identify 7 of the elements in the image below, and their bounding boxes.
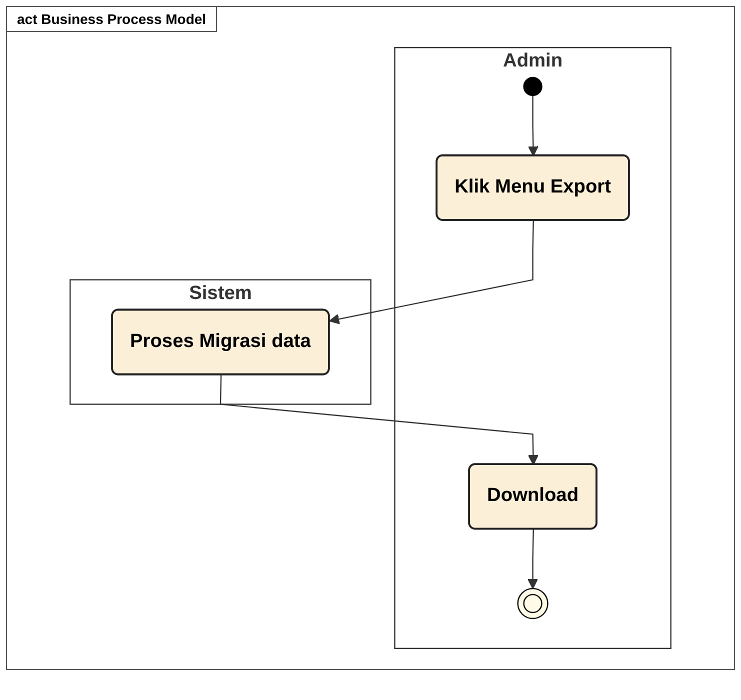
arrow — [528, 95, 538, 156]
arrow — [329, 220, 534, 324]
arrow — [528, 529, 538, 590]
arrow — [220, 374, 538, 466]
node-circle — [523, 76, 542, 96]
node-circle — [517, 588, 548, 620]
diagram-title: act Business Process Model — [7, 7, 218, 32]
